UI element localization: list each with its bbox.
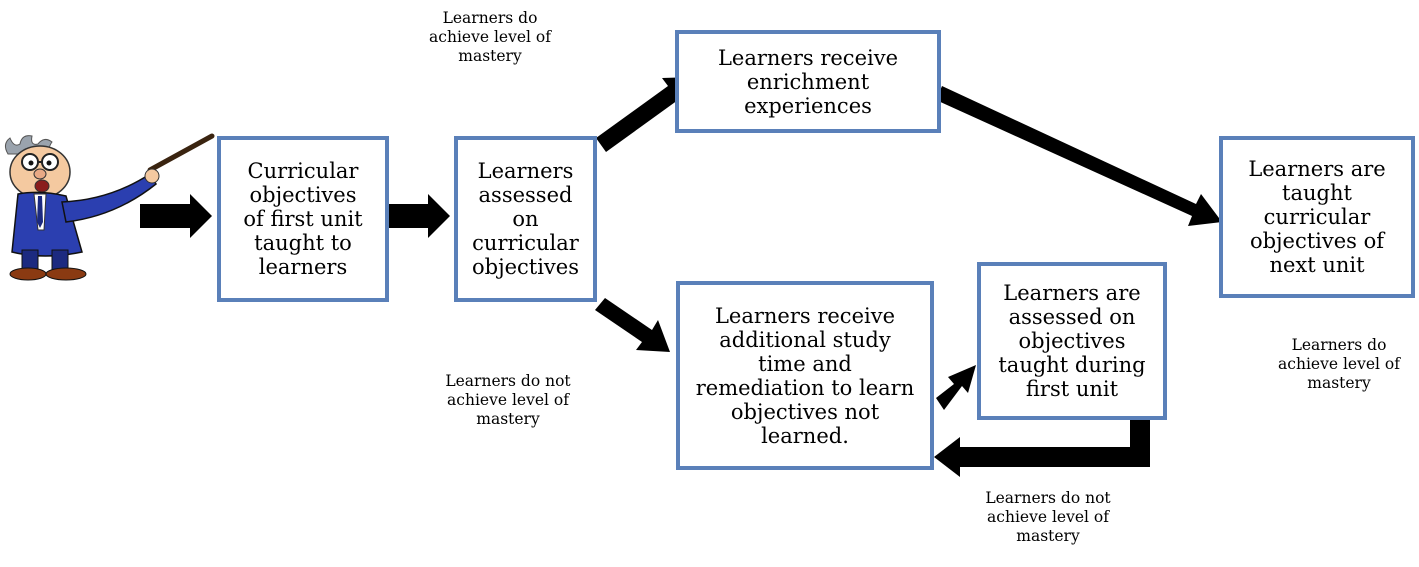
teacher-with-pointer-icon <box>4 133 215 281</box>
box-enrichment-text: Learners receive enrichment experiences <box>717 45 899 118</box>
arrow-assessed-to-enrichment <box>596 77 695 152</box>
arrow-assessed-to-remediation <box>595 298 670 352</box>
box-reassessed: Learners are assessed on objectives taug… <box>977 262 1167 420</box>
box-learners-assessed: Learners assessed on curricular objectiv… <box>454 136 597 302</box>
label-no-mastery-middle: Learners do not achieve level of mastery <box>445 372 571 428</box>
arrow-enrichment-to-next-unit <box>936 86 1222 226</box>
label-mastery-right: Learners do achieve level of mastery <box>1278 336 1400 392</box>
box-remediation: Learners receive additional study time a… <box>676 281 934 470</box>
arrow-remediation-to-reassessed <box>936 365 976 410</box>
arrow-teacher-to-objectives <box>140 194 212 238</box>
arrow-objectives-to-assessed <box>388 194 450 238</box>
box-next-unit: Learners are taught curricular objective… <box>1219 136 1415 298</box>
box-reassessed-text: Learners are assessed on objectives taug… <box>998 281 1146 401</box>
box-next-unit-text: Learners are taught curricular objective… <box>1248 157 1386 277</box>
label-mastery-top: Learners do achieve level of mastery <box>429 9 551 65</box>
label-no-mastery-bottom: Learners do not achieve level of mastery <box>985 489 1111 545</box>
box-remediation-text: Learners receive additional study time a… <box>695 303 915 448</box>
box-curricular-objectives-text: Curricular objectives of first unit taug… <box>243 159 363 279</box>
box-learners-assessed-text: Learners assessed on curricular objectiv… <box>471 159 579 279</box>
box-curricular-objectives: Curricular objectives of first unit taug… <box>217 136 389 302</box>
box-enrichment: Learners receive enrichment experiences <box>675 30 941 133</box>
arrow-reassessed-to-remediation <box>934 420 1150 477</box>
